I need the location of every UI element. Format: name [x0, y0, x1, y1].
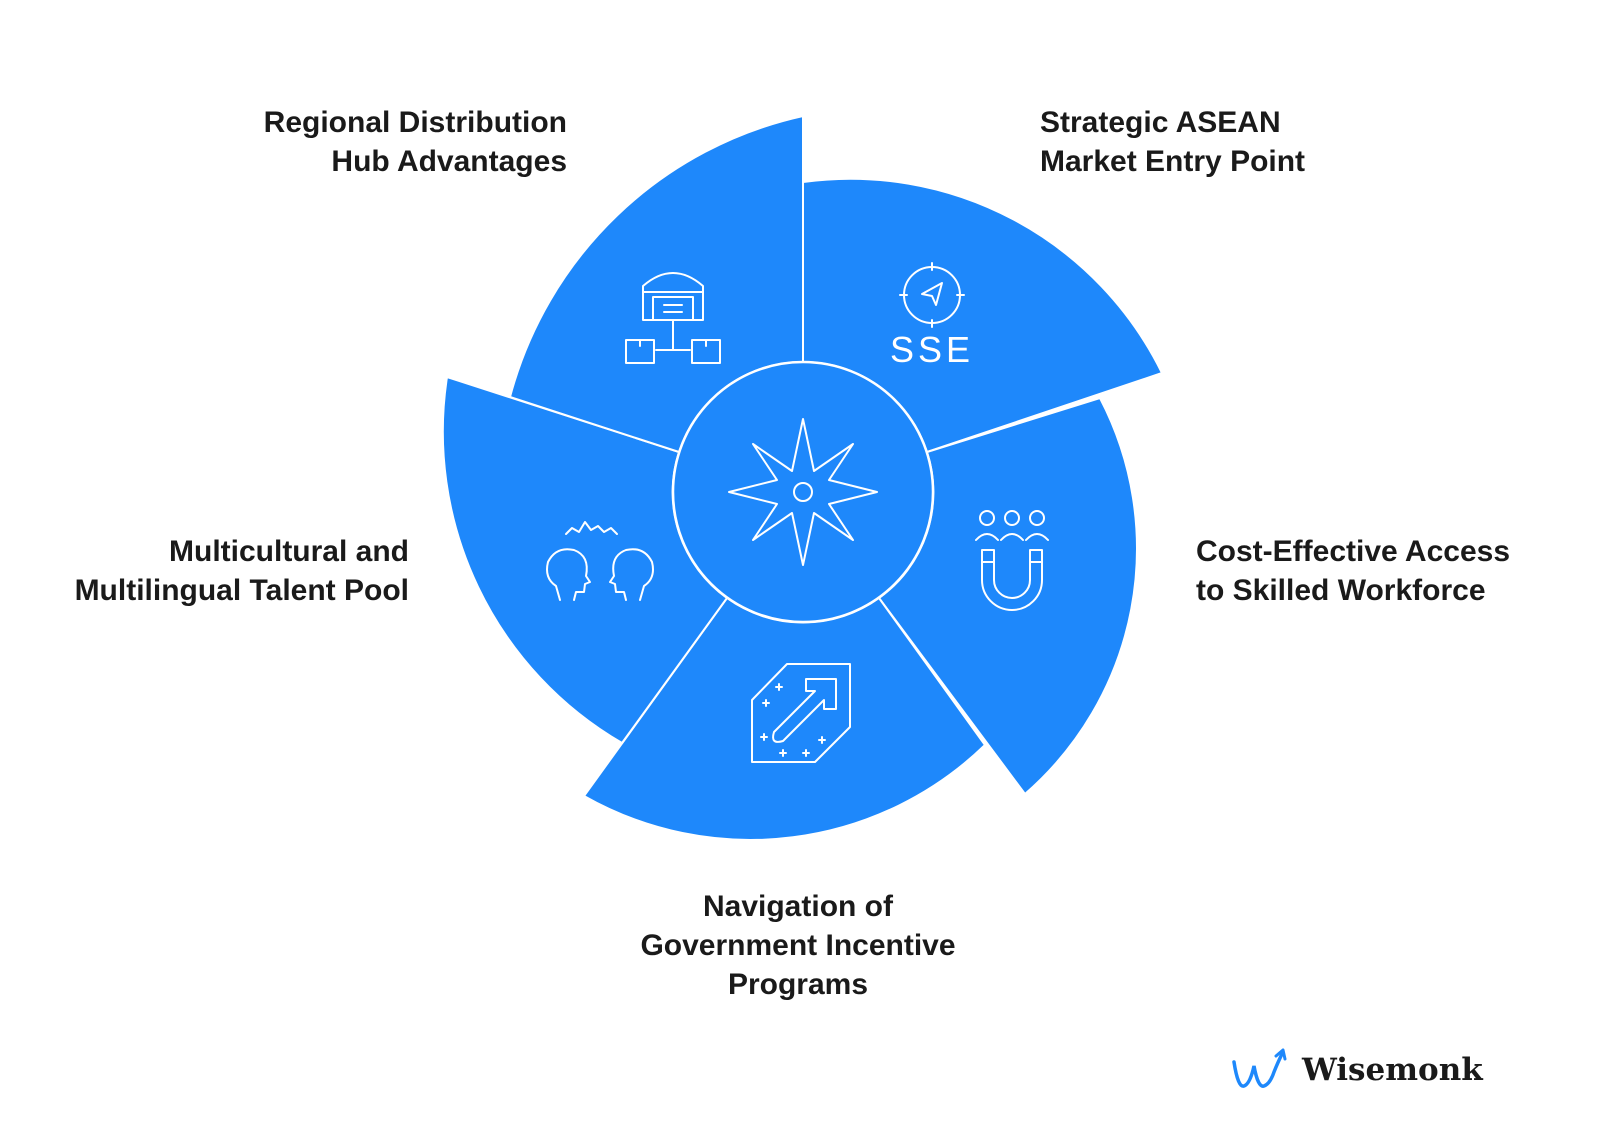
label-distribution-hub: Regional Distribution Hub Advantages	[263, 106, 567, 178]
svg-text:SSE: SSE	[890, 329, 974, 370]
map-arrow-icon	[751, 663, 851, 763]
brand-name: Wisemonk	[1302, 1052, 1483, 1088]
label-talent-pool: Multicultural and Multilingual Talent Po…	[74, 535, 409, 607]
wisemonk-logo-icon	[1232, 1048, 1287, 1088]
label-skilled-workforce: Cost-Effective Access to Skilled Workfor…	[1196, 535, 1511, 607]
people-magnet-icon	[975, 510, 1049, 611]
talking-heads-icon	[546, 521, 654, 601]
warehouse-network-icon	[625, 272, 721, 364]
center-hub	[671, 360, 935, 624]
label-market-entry: Strategic ASEAN Market Entry Point	[1040, 106, 1306, 178]
label-government-incentives: Navigation of Government Incentive Progr…	[640, 890, 956, 1001]
compass-star-icon	[728, 418, 878, 566]
brand-logo: Wisemonk	[1232, 1048, 1483, 1092]
compass-sse-icon: SSE	[890, 262, 974, 370]
